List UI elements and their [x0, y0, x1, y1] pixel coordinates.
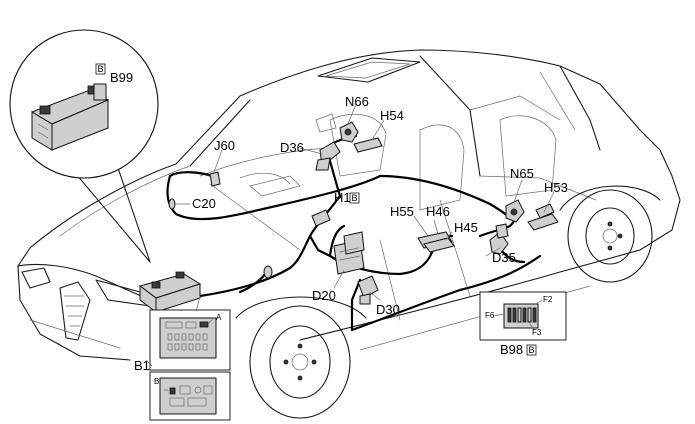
d30-component [357, 275, 379, 305]
label-d30: D30 [376, 302, 400, 317]
sunroof [317, 57, 421, 83]
leader-lines [145, 103, 555, 367]
label-h1: H1 [334, 190, 351, 205]
label-b99: B99 [110, 70, 133, 85]
label-j60: J60 [214, 138, 235, 153]
label-b99-box: B [98, 64, 104, 74]
label-n65: N65 [510, 166, 534, 181]
front-wheel [249, 305, 351, 419]
label-n66: N66 [345, 94, 369, 109]
d35-component [489, 223, 509, 255]
h1-component [311, 209, 331, 227]
j60-component [209, 171, 221, 187]
label-f6: F6 [485, 311, 495, 320]
label-d20: D20 [312, 288, 336, 303]
label-h55: H55 [390, 204, 414, 219]
fuse-box-d20-component [333, 231, 365, 275]
b99-detail-callout [9, 29, 159, 263]
components [138, 113, 559, 313]
label-h54: H54 [380, 108, 404, 123]
grille-shield [59, 281, 91, 341]
b1-fuse-box-detail [149, 295, 231, 421]
label-h46: H46 [426, 204, 450, 219]
label-d36: D36 [280, 140, 304, 155]
label-b98-box-frame [526, 344, 537, 356]
label-h53: H53 [544, 180, 568, 195]
label-b99-box-frame [95, 63, 106, 75]
h54-component [353, 137, 383, 153]
rear-seat [499, 115, 557, 197]
labels: B99 B N66 H54 D36 J60 C20 H1 B N65 H53 H… [95, 63, 568, 386]
b1-fuse-row [167, 333, 208, 351]
b98-fuse-panel [479, 291, 567, 341]
battery-b1-component [138, 271, 202, 313]
label-detail-a: A [216, 313, 222, 322]
connector-headlight-component [263, 265, 273, 279]
label-h45: H45 [454, 220, 478, 235]
n66-component [339, 121, 359, 143]
label-d35: D35 [492, 250, 516, 265]
n65-component [505, 199, 525, 223]
label-c20: C20 [192, 196, 216, 211]
connector-c20-component [168, 198, 176, 210]
car-body [17, 49, 681, 419]
label-b98-box: B [529, 345, 535, 355]
front-seat [419, 124, 465, 211]
label-h1-box-frame [349, 192, 360, 204]
d36-component [315, 141, 341, 171]
h45-h46-h55-component [417, 231, 455, 253]
label-f3: F3 [532, 328, 542, 337]
label-b1: B1 [134, 358, 150, 373]
rear-wheel [567, 189, 653, 283]
label-b98: B98 [500, 342, 523, 357]
label-h1-box: B [352, 193, 358, 203]
label-detail-b: B [154, 377, 159, 386]
label-f2: F2 [543, 295, 553, 304]
